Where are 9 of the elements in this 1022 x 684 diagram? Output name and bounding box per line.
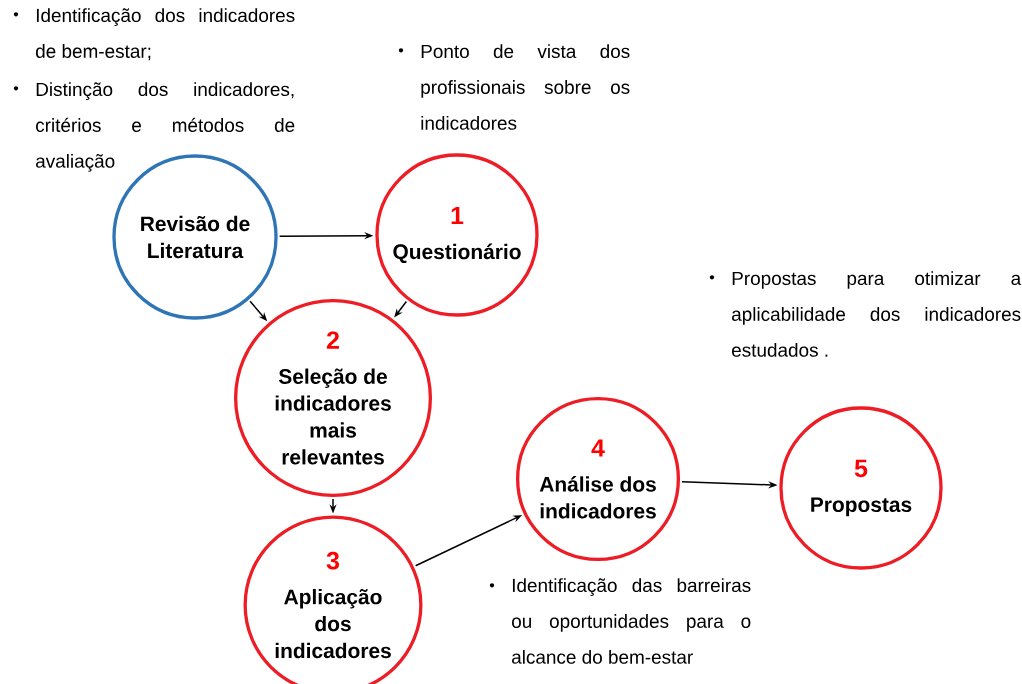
note-text: Identificação das barreiras ou oportunidades para o alcance do bem-estar xyxy=(512,578,751,664)
note-text: Propostas para otimizar a aplicabilidade dos indicadores estudados . xyxy=(732,271,1022,357)
bullet: • xyxy=(13,86,19,91)
bullet: • xyxy=(489,583,495,588)
bullet: • xyxy=(13,12,19,17)
bullet: • xyxy=(709,275,715,280)
note-text: Ponto de vista dos profissionais sobre os indicadores xyxy=(421,44,630,130)
bullet: • xyxy=(398,48,404,53)
note-text: Identificação dos indicadores de bem-estar; xyxy=(36,8,295,61)
